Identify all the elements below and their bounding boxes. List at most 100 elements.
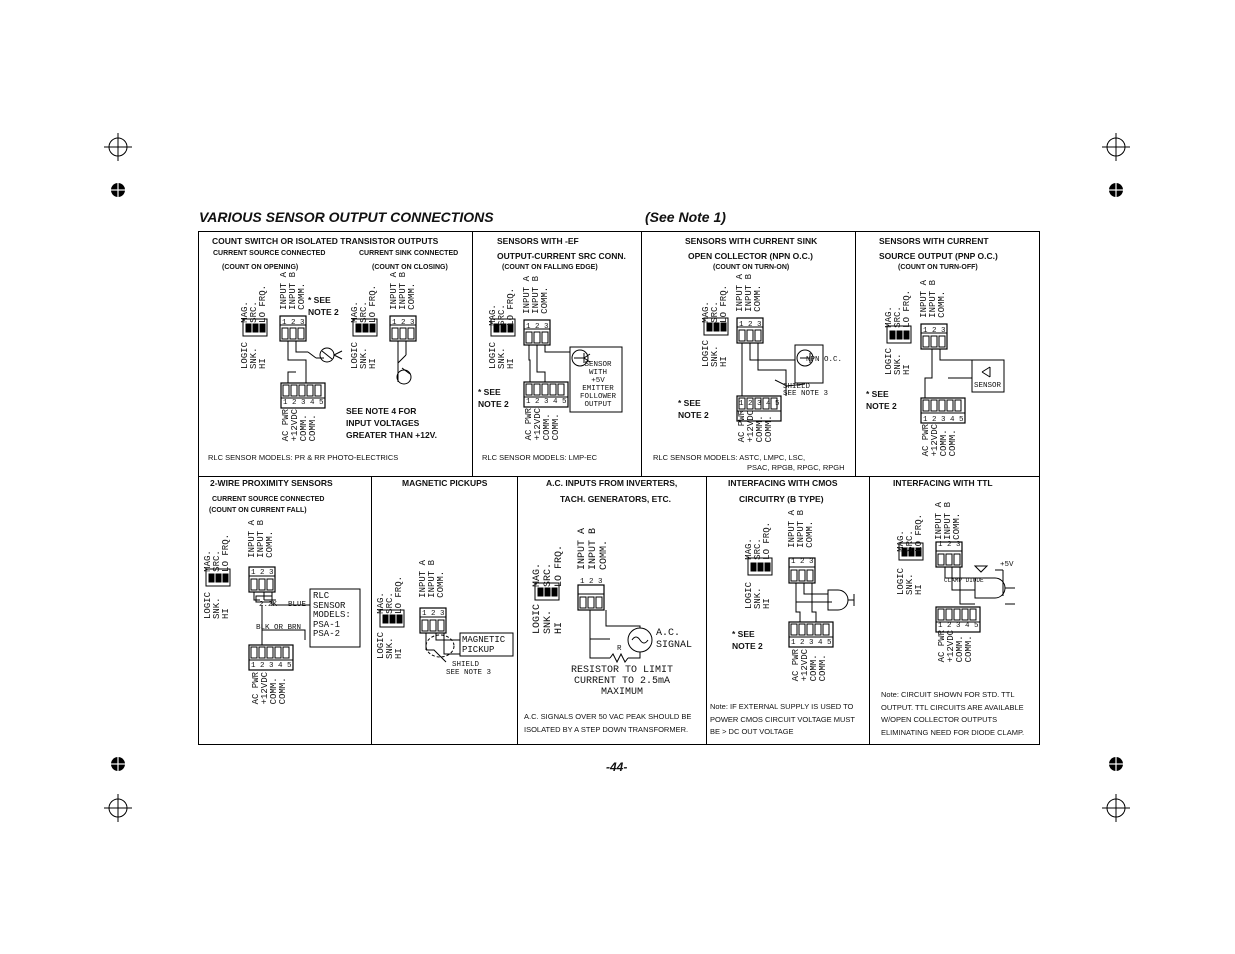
- resistor-label: 2.2K: [259, 601, 278, 609]
- terminal-numbers: 1 2 3: [392, 319, 415, 327]
- panel-title: TACH. GENERATORS, ETC.: [560, 494, 671, 504]
- npn-label: NPN O.C.: [806, 356, 843, 364]
- terminal-numbers: 1 2 3: [739, 321, 762, 329]
- panel-title: MAGNETIC PICKUPS: [402, 478, 488, 488]
- panel-title: INTERFACING WITH TTL: [893, 478, 993, 488]
- panel-title: SENSORS WITH CURRENT SINK: [685, 236, 818, 246]
- panel-subtitle: CURRENT SOURCE CONNECTED: [213, 250, 326, 257]
- wire-label: BLK OR BRN: [256, 624, 302, 632]
- dip-label: MAG.SRC.LO FRQ.: [376, 576, 404, 614]
- panel-subtitle: (COUNT ON TURN-ON): [713, 264, 790, 271]
- page-number: -44-: [606, 760, 628, 774]
- see-note-3: SEE NOTE 3: [446, 669, 492, 677]
- crosshair-mark-top-left: [104, 133, 132, 161]
- terminal-numbers: 1 2 3: [251, 569, 274, 577]
- sensor-models: RLC SENSOR MODELS: ASTC, LMPC, LSC,: [653, 453, 806, 462]
- panel-title: OPEN COLLECTOR (NPN O.C.): [688, 251, 813, 261]
- shield-label: SHIELD: [452, 661, 480, 669]
- panel-subtitle: CURRENT SINK CONNECTED: [359, 250, 459, 257]
- sensor-models: RLC SENSOR MODELS: PR & RR PHOTO-ELECTRI…: [208, 453, 399, 462]
- 5v-label: +5V: [1000, 561, 1014, 569]
- terminal-numbers: 1 2 3: [580, 578, 603, 586]
- terminal-numbers: 1 2 3 4 5: [938, 622, 979, 630]
- panel-title: INTERFACING WITH CMOS: [728, 478, 838, 488]
- panel-title: CIRCUITRY (B TYPE): [739, 494, 824, 504]
- panel-title: SOURCE OUTPUT (PNP O.C.): [879, 251, 998, 261]
- ac-signal-label: A.C.SIGNAL: [656, 628, 693, 651]
- panel-subtitle: (COUNT ON TURN-OFF): [898, 264, 978, 271]
- dip-label: MAG.SRC.LO FRQ.: [701, 285, 729, 323]
- panel-subtitle: (COUNT ON CLOSING): [372, 264, 448, 271]
- page-title: VARIOUS SENSOR OUTPUT CONNECTIONS: [199, 209, 494, 225]
- terminal-numbers: 1 2 3 4 5: [251, 662, 292, 670]
- panel-title: A.C. INPUTS FROM INVERTERS,: [546, 478, 678, 488]
- terminal-numbers: 1 2 3: [923, 327, 946, 335]
- panel-subtitle: (COUNT ON FALLING EDGE): [502, 264, 598, 271]
- terminal-numbers: 1 2 3 4 5: [283, 399, 324, 407]
- resistor-label: R: [617, 645, 622, 653]
- dip-label: MAG.SRC.LO FRQ.: [532, 545, 565, 588]
- panel-title: 2-WIRE PROXIMITY SENSORS: [210, 478, 333, 488]
- dip-label: MAG.SRC.LO FRQ.: [350, 285, 378, 323]
- dip-label: MAG.SRC.LO FRQ.: [896, 514, 924, 552]
- terminal-numbers: 1 2 3: [282, 319, 305, 327]
- terminal-numbers: 1 2 3: [938, 541, 961, 549]
- crosshair-mark-bottom-right: [1102, 794, 1130, 822]
- terminal-numbers: 1 2 3 4 5: [739, 400, 780, 408]
- sensor-models: PSAC, RPGB, RPGC, RPGH: [747, 463, 845, 472]
- sensor-models: RLC SENSOR MODELS: LMP-EC: [482, 453, 598, 462]
- see-note-1: (See Note 1): [645, 209, 726, 225]
- crosshair-mark-bottom-left: [104, 794, 132, 822]
- terminal-numbers: 1 2 3 4 5: [923, 416, 964, 424]
- panel-title: SENSORS WITH -EF: [497, 236, 579, 246]
- panel-subtitle: (COUNT ON OPENING): [222, 264, 299, 271]
- panel-title: COUNT SWITCH OR ISOLATED TRANSISTOR OUTP…: [212, 236, 439, 246]
- panel-subtitle: CURRENT SOURCE CONNECTED: [212, 496, 325, 503]
- sensor-label: SENSOR: [974, 382, 1002, 390]
- wire-label: BLUE: [288, 601, 307, 609]
- panel-subtitle: (COUNT ON CURRENT FALL): [209, 507, 307, 514]
- dip-label: MAG.SRC.LO FRQ.: [488, 288, 516, 326]
- dip-label: MAG.SRC.LO FRQ.: [240, 285, 268, 323]
- terminal-numbers: 1 2 3: [791, 558, 814, 566]
- clamp-diode-label: CLAMP DIODE: [944, 577, 984, 584]
- crosshair-mark-top-right: [1102, 133, 1130, 161]
- dip-label: MAG.SRC.LO FRQ.: [744, 522, 772, 560]
